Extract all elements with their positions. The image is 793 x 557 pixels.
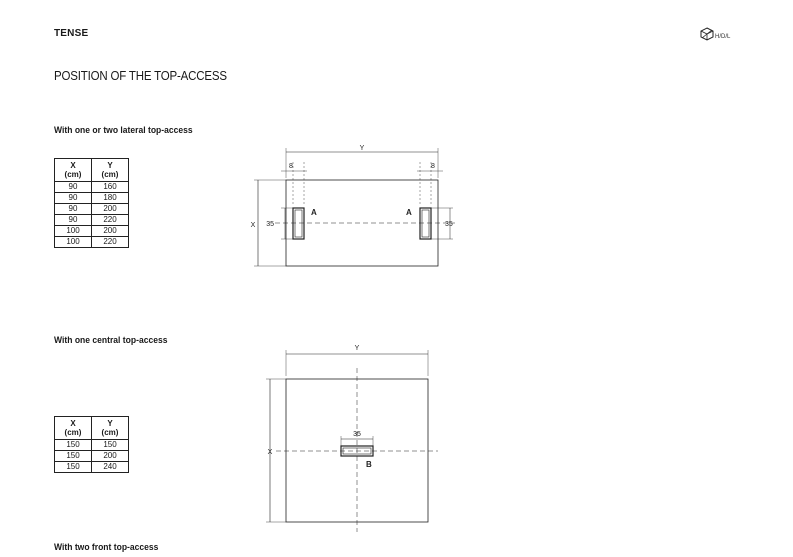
left-offset-label: 8 [289, 163, 293, 170]
right-top-access [419, 207, 432, 240]
section-title-lateral: With one or two lateral top-access [54, 125, 193, 135]
central-top-access [340, 445, 374, 457]
table-header-row: X(cm) Y(cm) [54, 158, 129, 182]
cube-icon [700, 27, 714, 46]
right-offset-label: 8 [431, 163, 435, 170]
width-label: 35 [353, 431, 361, 438]
x-dimension-label: X [268, 449, 273, 456]
right-access-marker: A [406, 208, 412, 217]
column-header-x: X(cm) [54, 416, 92, 440]
central-access-diagram: Y X 35 B [266, 345, 438, 532]
section-title-central: With one central top-access [54, 335, 168, 345]
y-dimension-label: Y [355, 345, 360, 352]
column-header-x: X(cm) [54, 158, 92, 182]
x-dimension-label: X [251, 222, 256, 229]
column-header-y: Y(cm) [91, 416, 129, 440]
section-title-front: With two front top-access [54, 542, 159, 552]
hdl-label: H/D/L [715, 33, 731, 40]
page-title: POSITION OF THE TOP-ACCESS [54, 69, 227, 83]
left-top-access [292, 207, 305, 240]
table-header-row: X(cm) Y(cm) [54, 416, 129, 440]
column-header-y: Y(cm) [91, 158, 129, 182]
left-width-label: 35 [266, 221, 274, 228]
left-access-marker: A [311, 208, 317, 217]
hdl-badge: H/D/L [700, 27, 730, 46]
y-dimension-label: Y [360, 145, 365, 152]
right-width-label: 35 [445, 221, 453, 228]
lateral-access-diagram: Y 8 8 X 35 A 35 A [251, 145, 455, 267]
central-access-marker: B [366, 460, 372, 469]
brand-name: TENSE [54, 28, 89, 39]
